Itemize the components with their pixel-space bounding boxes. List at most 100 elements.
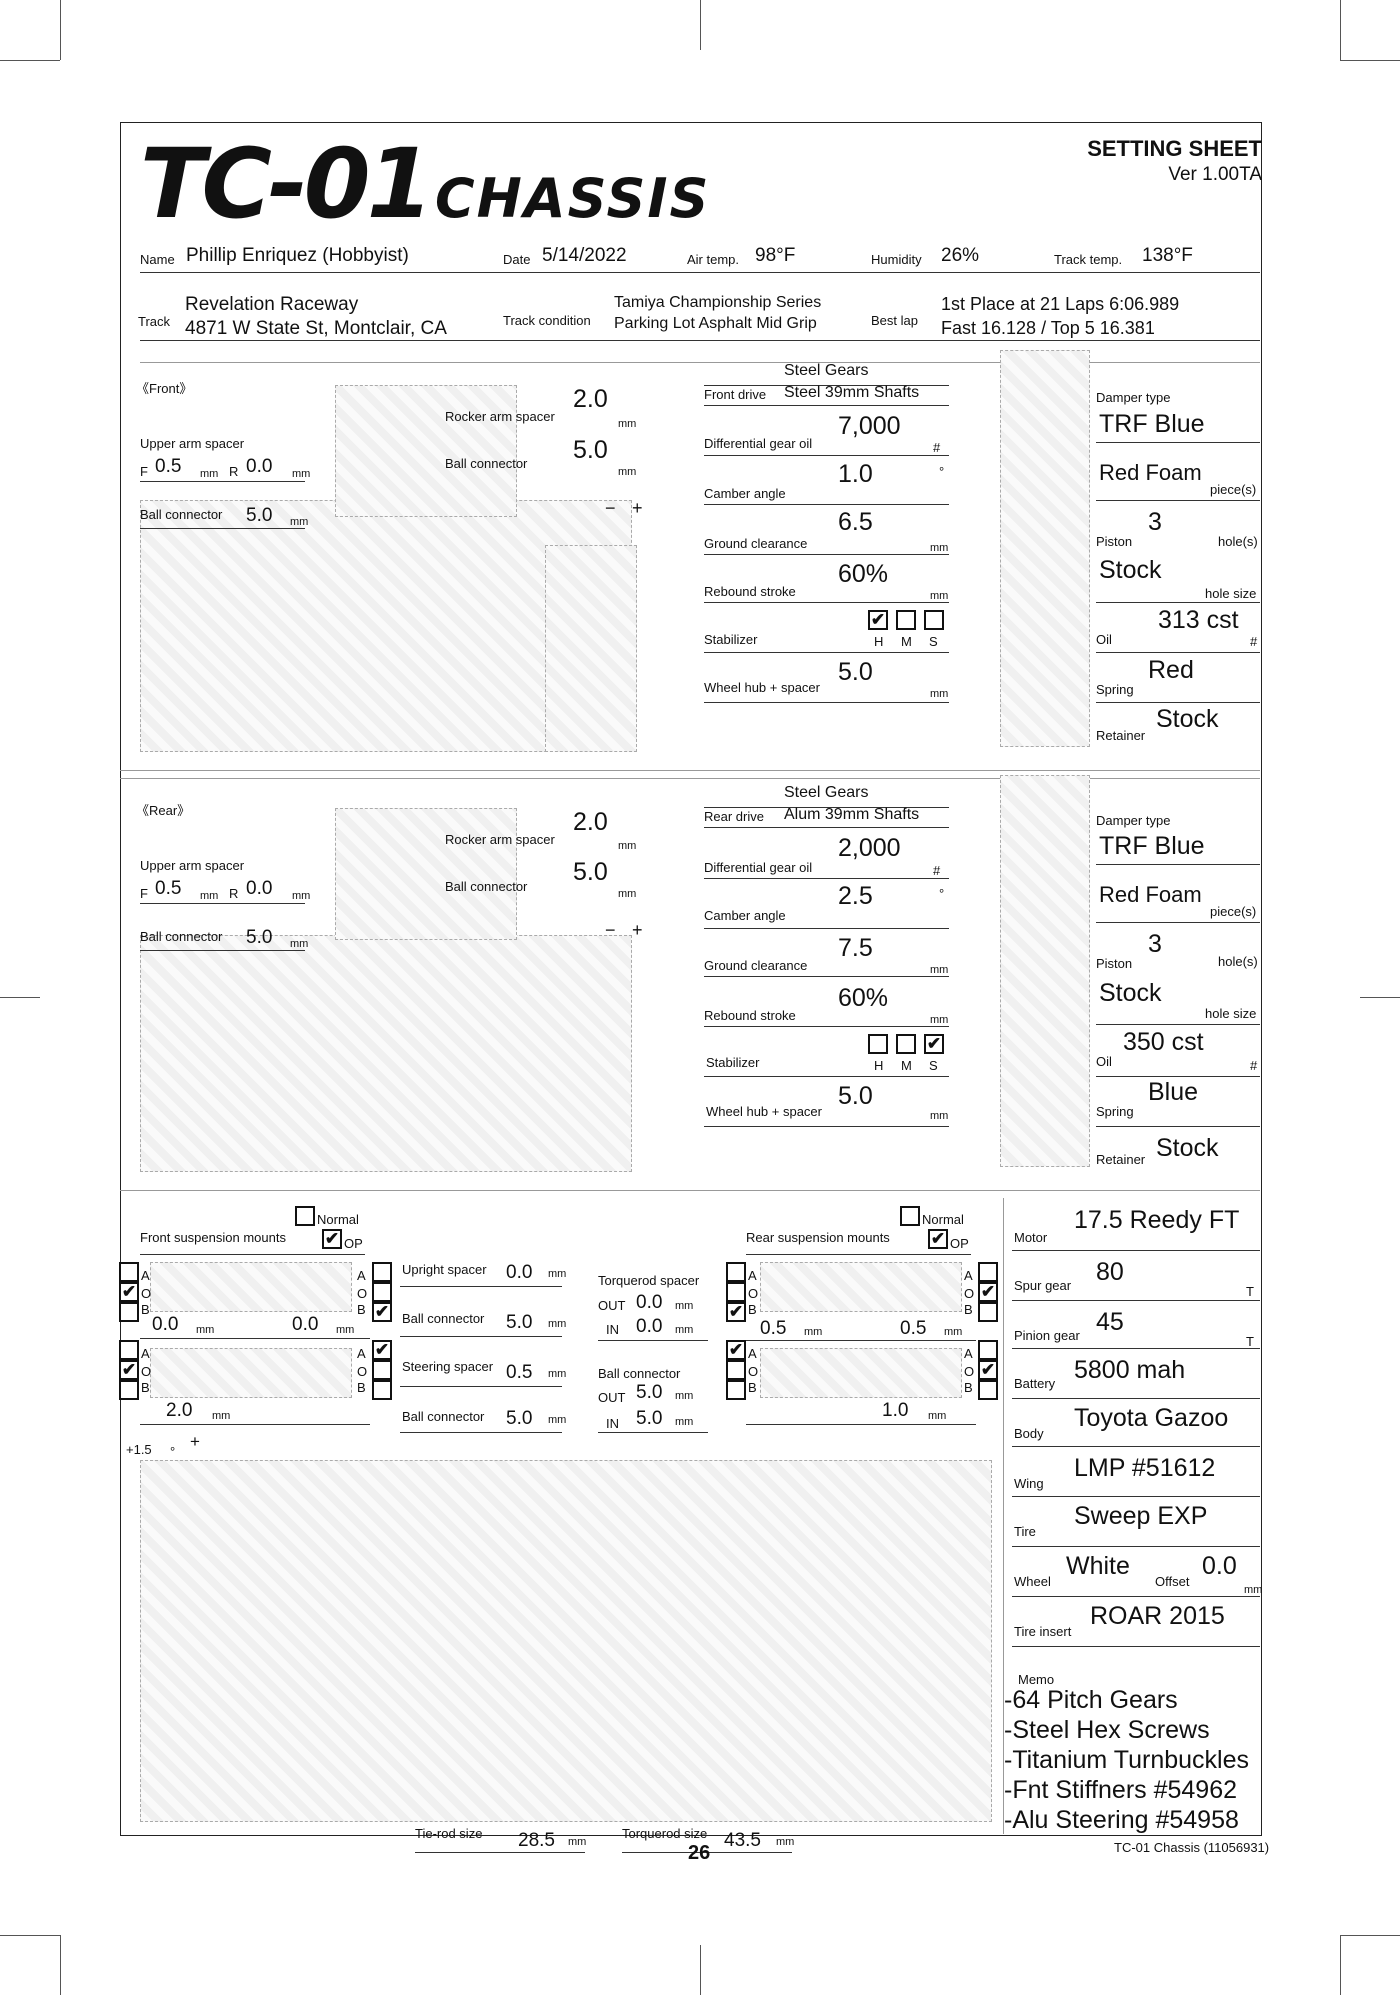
fmu-left-o[interactable]: ✔ [119,1282,139,1302]
front-op-checkbox[interactable]: ✔ [322,1229,342,1249]
front-stabilizer-label: Stabilizer [704,632,758,647]
rear-stabilizer-label: Stabilizer [706,1055,760,1070]
rear-ground-label: Ground clearance [704,958,808,973]
front-drive-line1: Steel Gears [784,362,869,379]
front-wheel-diagram [545,545,637,752]
front-ground-value: 6.5 [838,508,873,536]
rmu-right-b[interactable] [978,1302,998,1322]
fmu-left-b[interactable] [119,1302,139,1322]
rear-mount-lower-diagram [760,1348,962,1398]
upright-spacer-label: Upright spacer [402,1262,487,1277]
rear-piston-label: Piston [1096,956,1133,971]
front-diff-value: 7,000 [838,412,901,440]
rear-hub-value: 5.0 [838,1082,873,1110]
front-rebound-value: 60% [838,560,889,588]
pinion-value: 45 [1096,1308,1124,1336]
rear-ball-out-value: 5.0 [636,1382,663,1403]
rmu-left-b[interactable]: ✔ [726,1302,746,1322]
tire-insert-label: Tire insert [1014,1624,1072,1639]
rear-chassis-diagram [140,935,632,1172]
fml-right-a[interactable]: ✔ [372,1340,392,1360]
rear-normal-checkbox[interactable] [900,1206,920,1226]
rear-rebound-label: Rebound stroke [704,1008,796,1023]
rear-drive-line2: Alum 39mm Shafts [784,806,920,823]
rml-right-a[interactable] [978,1340,998,1360]
fmu-right-b[interactable]: ✔ [372,1302,392,1322]
rear-mount-upper-diagram [760,1262,962,1312]
front-oil-value: 313 cst [1158,606,1239,634]
logo: TC-01 CHASSIS [140,128,711,240]
rml-left-a[interactable]: ✔ [726,1340,746,1360]
motor-label: Motor [1014,1230,1048,1245]
fml-right-b[interactable] [372,1380,392,1400]
rear-ball-conn-label: Ball connector [140,929,223,944]
front-mounts-label: Front suspension mounts [140,1230,286,1245]
rmu-right-o[interactable]: ✔ [978,1282,998,1302]
motor-value: 17.5 Reedy FT [1074,1206,1240,1234]
name-label: Name [140,252,175,267]
condition-label: Track condition [503,313,591,328]
fmu-right-o[interactable] [372,1282,392,1302]
rmu-left-o[interactable] [726,1282,746,1302]
track-temp-label: Track temp. [1054,252,1123,267]
rml-right-b[interactable] [978,1380,998,1400]
rear-bottom-right-value: 1.0 [882,1400,909,1421]
rear-top-right-value: 0.5 [900,1318,927,1339]
rear-stab-m-checkbox[interactable] [896,1034,916,1054]
front-hub-value: 5.0 [838,658,873,686]
front-stab-s-checkbox[interactable] [924,610,944,630]
humidity-label: Humidity [871,252,922,267]
steering-spacer-value: 0.5 [506,1362,533,1383]
rear-ballconn-top-value: 5.0 [573,858,608,886]
torquerod-spacer-label: Torquerod spacer [598,1273,700,1288]
front-stab-m-checkbox[interactable] [896,610,916,630]
wheel-value: White [1066,1552,1130,1580]
torquerod-size-label: Torquerod size [622,1826,708,1841]
track-temp-value: 138°F [1142,245,1193,266]
rear-rebound-value: 60% [838,984,889,1012]
front-ball-conn1-value: 5.0 [506,1312,533,1333]
rear-diff-value: 2,000 [838,834,901,862]
offset-label: Offset [1155,1574,1190,1589]
rear-upper-r: 0.0 [246,878,273,899]
condition-line1: Tamiya Championship Series [614,294,822,311]
fml-right-o[interactable] [372,1360,392,1380]
front-stab-h-checkbox[interactable]: ✔ [868,610,888,630]
date-value: 5/14/2022 [542,245,627,266]
memo-line-2: -Steel Hex Screws [1004,1716,1210,1744]
rear-damper-type-value: TRF Blue [1099,832,1205,860]
fml-left-o[interactable]: ✔ [119,1360,139,1380]
fml-left-a[interactable] [119,1340,139,1360]
rml-left-b[interactable] [726,1380,746,1400]
spur-label: Spur gear [1014,1278,1072,1293]
torquerod-size-value: 43.5 [724,1830,761,1851]
fml-left-b[interactable] [119,1380,139,1400]
fmu-left-a[interactable] [119,1262,139,1282]
front-spring-value: Red [1148,656,1194,684]
tire-insert-value: ROAR 2015 [1090,1602,1225,1630]
rmu-left-a[interactable] [726,1262,746,1282]
rear-spring-value: Blue [1148,1078,1199,1106]
front-ball-conn-value: 5.0 [246,505,273,526]
front-normal-checkbox[interactable] [295,1206,315,1226]
rear-op-checkbox[interactable]: ✔ [928,1229,948,1249]
rear-stab-h-checkbox[interactable] [868,1034,888,1054]
wing-label: Wing [1014,1476,1044,1491]
rear-section-label: 《Rear》 [136,803,191,818]
front-upper-r: 0.0 [246,456,273,477]
rml-right-o[interactable]: ✔ [978,1360,998,1380]
upright-spacer-value: 0.0 [506,1262,533,1283]
fmu-right-a[interactable] [372,1262,392,1282]
rml-left-o[interactable] [726,1360,746,1380]
body-value: Toyota Gazoo [1074,1404,1229,1432]
rmu-right-a[interactable] [978,1262,998,1282]
rear-ground-value: 7.5 [838,934,873,962]
memo-label: Memo [1018,1672,1055,1687]
memo-line-3: -Titanium Turnbuckles [1004,1746,1249,1774]
tierod-size-label: Tie-rod size [415,1826,483,1841]
rear-stab-s-checkbox[interactable]: ✔ [924,1034,944,1054]
best-lap-line1: 1st Place at 21 Laps 6:06.989 [941,294,1180,314]
front-diff-label: Differential gear oil [704,436,813,451]
steering-spacer-label: Steering spacer [402,1359,494,1374]
track-line1: Revelation Raceway [185,294,359,315]
